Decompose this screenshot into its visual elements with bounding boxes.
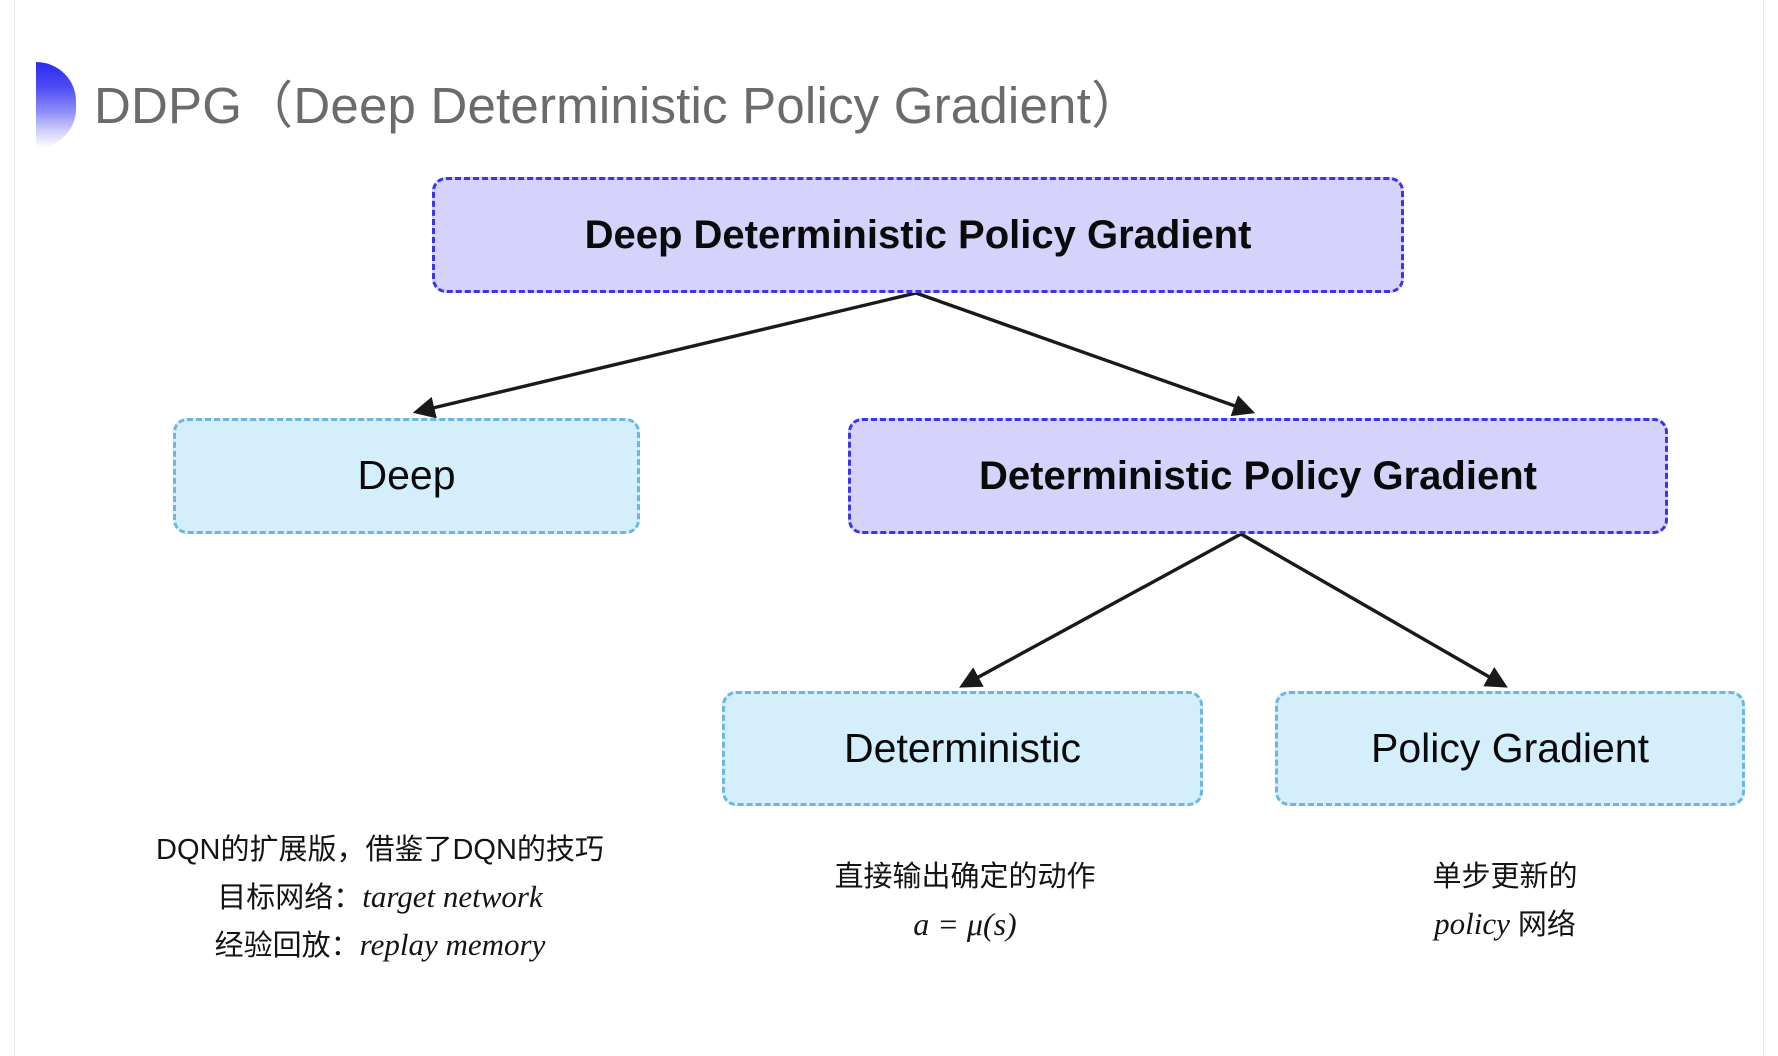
edge-dpg-to-policy-gradient — [1240, 532, 1508, 688]
page-edge-left — [0, 0, 15, 1056]
note-deep-line-1: DQN的扩展版，借鉴了DQN的技巧 — [156, 834, 604, 866]
note-deep-line-2-term: target network — [362, 878, 543, 914]
note-deterministic: 直接输出确定的动作 a = μ(s) — [720, 855, 1210, 950]
node-policy-gradient[interactable]: Policy Gradient — [1275, 691, 1745, 806]
note-deterministic-formula: a = μ(s) — [913, 905, 1017, 942]
node-deterministic[interactable]: Deterministic — [722, 691, 1203, 806]
note-deep-line-3-label: 经验回放： — [214, 929, 360, 962]
page-edge-right — [1763, 0, 1778, 1056]
edge-root-to-deep — [412, 291, 917, 419]
note-deep: DQN的扩展版，借鉴了DQN的技巧 目标网络：target network 经验… — [120, 828, 640, 969]
node-deep[interactable]: Deep — [173, 418, 640, 534]
note-deterministic-line-1: 直接输出确定的动作 — [834, 861, 1096, 893]
note-policy-gradient-term: policy — [1434, 905, 1510, 941]
note-deep-line-2: 目标网络：target network — [120, 873, 640, 921]
node-deterministic-policy-gradient[interactable]: Deterministic Policy Gradient — [848, 418, 1668, 534]
edge-root-to-dpg — [915, 291, 1256, 417]
note-deep-line-3-term: replay memory — [359, 926, 546, 962]
slide-title-row: DDPG（Deep Deterministic Policy Gradient） — [36, 62, 1142, 148]
note-deep-line-3: 经验回放：replay memory — [120, 921, 640, 969]
page-title: DDPG（Deep Deterministic Policy Gradient） — [94, 76, 1143, 134]
node-label: Deterministic — [844, 724, 1081, 771]
note-policy-gradient: 单步更新的 policy 网络 — [1265, 855, 1745, 948]
node-label: Deep — [357, 452, 456, 499]
node-deep-deterministic-policy-gradient[interactable]: Deep Deterministic Policy Gradient — [432, 177, 1404, 293]
gradient-half-circle-icon — [36, 62, 76, 148]
note-deep-line-2-label: 目标网络： — [217, 881, 363, 914]
node-label: Deep Deterministic Policy Gradient — [584, 213, 1252, 257]
node-label: Policy Gradient — [1370, 724, 1649, 771]
edge-dpg-to-deterministic — [959, 532, 1242, 688]
note-policy-gradient-line-2: policy 网络 — [1265, 900, 1745, 948]
note-policy-gradient-suffix: 网络 — [1509, 908, 1576, 941]
note-policy-gradient-line-1: 单步更新的 — [1432, 861, 1578, 893]
node-label: Deterministic Policy Gradient — [979, 454, 1537, 498]
